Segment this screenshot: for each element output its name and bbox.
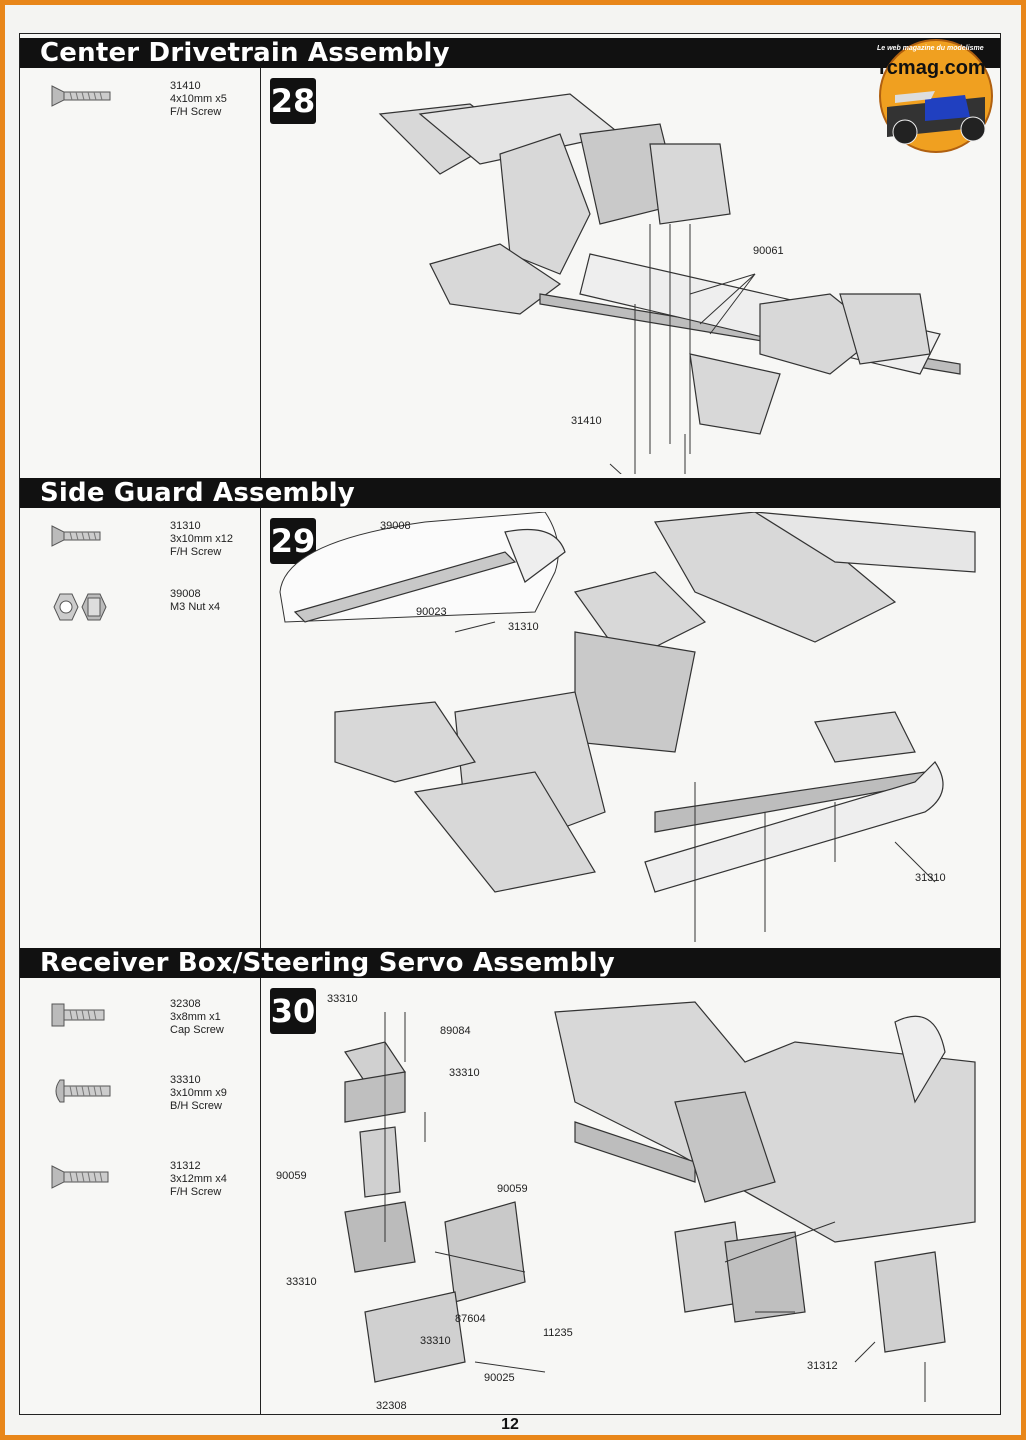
parts-column-29: 31310 3x10mm x12 F/H Screw 39008 M3 Nut … [20, 508, 261, 948]
section-title-side-guard: Side Guard Assembly [20, 478, 1000, 508]
callout-90059-b: 90059 [497, 1183, 528, 1195]
callout-31410: 31410 [571, 415, 602, 427]
callout-31310-right: 31310 [915, 872, 946, 884]
part-31410: 31410 4x10mm x5 F/H Screw [20, 80, 260, 140]
flat-head-screw-icon [51, 1165, 109, 1189]
part-type: F/H Screw [170, 546, 222, 558]
part-number: 31410 [170, 80, 201, 92]
callout-33310-b: 33310 [449, 1067, 480, 1079]
parts-column-30: 32308 3x8mm x1 Cap Screw 33310 3x10mm x9… [20, 978, 261, 1414]
step-number-28: 28 [270, 78, 316, 124]
part-31312: 31312 3x12mm x4 F/H Screw [20, 1160, 260, 1220]
part-size: 4x10mm x5 [170, 93, 227, 105]
parts-column-28: 31410 4x10mm x5 F/H Screw [20, 68, 261, 478]
logo-brand-text: rcmag.com [879, 57, 986, 79]
cap-screw-icon [51, 1003, 105, 1027]
flat-head-screw-icon [51, 525, 101, 547]
callout-33310-d: 33310 [420, 1335, 451, 1347]
callout-33310-c: 33310 [286, 1276, 317, 1288]
part-size: 3x10mm x12 [170, 533, 233, 545]
callout-90025: 90025 [484, 1372, 515, 1384]
step-number-29: 29 [270, 518, 316, 564]
part-33310: 33310 3x10mm x9 B/H Screw [20, 1074, 260, 1134]
callout-32308: 32308 [376, 1400, 407, 1412]
center-drivetrain-illustration [378, 93, 961, 474]
part-type: F/H Screw [170, 1186, 222, 1198]
side-guard-illustration [279, 512, 976, 942]
part-32308: 32308 3x8mm x1 Cap Screw [20, 998, 260, 1058]
callout-31310-top: 31310 [508, 621, 539, 633]
part-size: 3x8mm x1 [170, 1011, 221, 1023]
callout-33310-a: 33310 [327, 993, 358, 1005]
callout-90023: 90023 [416, 606, 447, 618]
section-title-receiver-box: Receiver Box/Steering Servo Assembly [20, 948, 1000, 978]
receiver-servo-illustration [344, 1001, 976, 1402]
part-number: 31312 [170, 1160, 201, 1172]
part-number: 31310 [170, 520, 201, 532]
part-31310: 31310 3x10mm x12 F/H Screw [20, 520, 260, 580]
section-title-center-drivetrain: Center Drivetrain Assembly [20, 38, 1000, 68]
part-39008: 39008 M3 Nut x4 [20, 588, 260, 648]
part-size: 3x10mm x9 [170, 1087, 227, 1099]
manual-page: Center Drivetrain Assembly 31410 4x10mm … [19, 33, 1001, 1433]
callout-90059-a: 90059 [276, 1170, 307, 1182]
callout-89084: 89084 [440, 1025, 471, 1037]
flat-head-screw-icon [51, 85, 111, 107]
part-number: 39008 [170, 588, 201, 600]
callout-11235: 11235 [543, 1327, 573, 1339]
callout-87604: 87604 [455, 1313, 486, 1325]
part-number: 32308 [170, 998, 201, 1010]
part-type: F/H Screw [170, 106, 222, 118]
step-number-30: 30 [270, 988, 316, 1034]
part-size: M3 Nut x4 [170, 601, 221, 613]
button-head-screw-icon [55, 1079, 111, 1103]
nut-icon [53, 593, 107, 621]
callout-31312: 31312 [807, 1360, 838, 1372]
part-number: 33310 [170, 1074, 201, 1086]
part-size: 3x12mm x4 [170, 1173, 227, 1185]
callout-39008: 39008 [380, 520, 411, 532]
logo-tagline: Le web magazine du modelisme [877, 45, 984, 52]
rcmag-logo-icon [879, 39, 993, 153]
part-type: B/H Screw [170, 1100, 222, 1112]
part-type: Cap Screw [170, 1024, 224, 1036]
callout-90061: 90061 [753, 245, 784, 257]
page-number: 12 [501, 1416, 519, 1433]
rcmag-logo: rcmag.com Le web magazine du modelisme [865, 37, 1007, 155]
